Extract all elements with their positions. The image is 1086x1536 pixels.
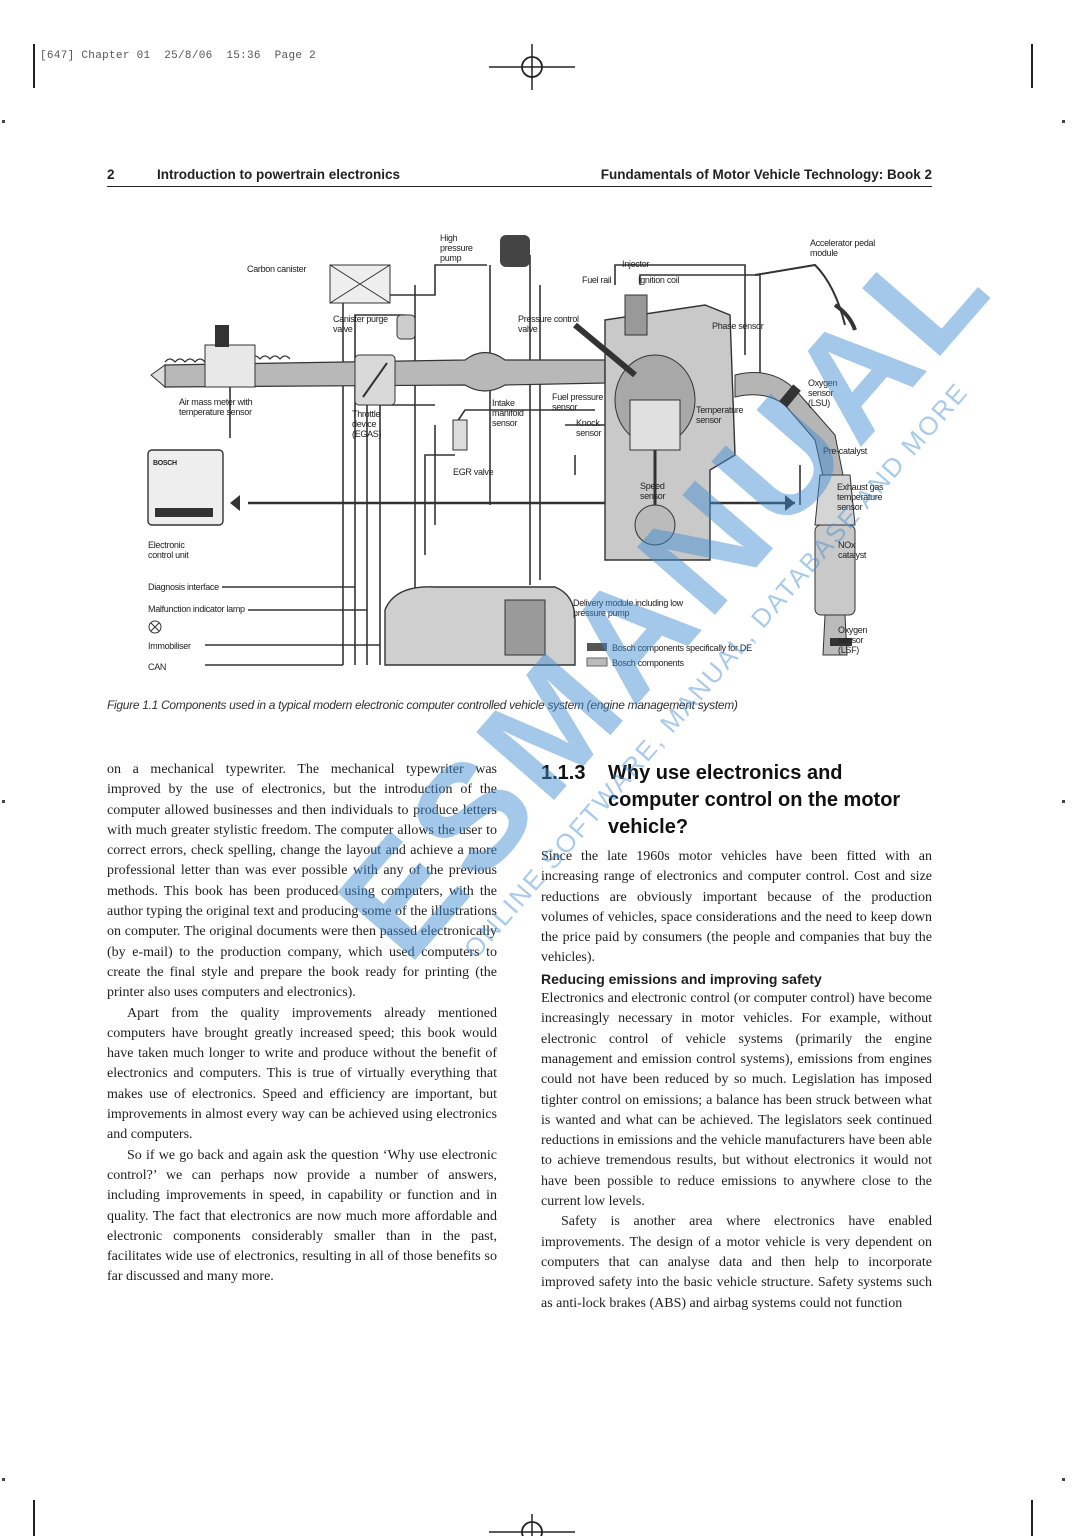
label-accelerator-pedal-module: Accelerator pedal module <box>810 238 875 258</box>
crop-mark-bottom-left <box>33 1500 35 1536</box>
running-head: 2 Introduction to powertrain electronics… <box>107 164 932 187</box>
edge-mark <box>1062 1478 1065 1481</box>
edge-mark <box>1062 800 1065 803</box>
label-temperature-sensor: Temperature sensor <box>696 405 744 425</box>
registration-mark-bottom <box>489 1514 575 1536</box>
paragraph: Safety is another area where electronics… <box>541 1214 932 1311</box>
section-title: Why use electronics and computer control… <box>608 762 901 838</box>
crop-mark-bottom-right <box>1031 1500 1033 1536</box>
label-fuel-pressure-sensor: Fuel pressure sensor <box>552 392 604 412</box>
edge-mark <box>1062 120 1065 123</box>
label-fuel-rail: Fuel rail <box>582 275 612 285</box>
legend-bosch-components: Bosch components <box>612 658 684 668</box>
chapter-title: Introduction to powertrain electronics <box>157 167 401 182</box>
label-malfunction-indicator-lamp: Malfunction indicator lamp <box>148 604 248 614</box>
engine-management-diagram <box>147 235 857 667</box>
label-throttle-device: Throttle device (EGAS) <box>352 409 382 439</box>
label-ignition-coil: Ignition coil <box>638 275 680 285</box>
label-bosch: BOSCH <box>153 460 177 467</box>
label-nox-catalyst: NOx catalyst <box>838 540 867 560</box>
label-oxygen-sensor-lsf: Oxygen sensor (LSF) <box>838 625 868 655</box>
registration-mark-top <box>489 44 575 90</box>
label-immobiliser: Immobiliser <box>148 641 194 651</box>
label-intake-manifold-sensor: Intake manifold sensor <box>492 398 524 428</box>
crop-mark-top-right <box>1031 44 1033 88</box>
edge-mark <box>2 800 5 803</box>
label-exhaust-gas-temperature-sensor: Exhaust gas temperature sensor <box>837 482 884 512</box>
label-diagnosis-interface: Diagnosis interface <box>148 582 222 592</box>
label-speed-sensor: Speed sensor <box>640 481 666 501</box>
label-knock-sensor: Knock sensor <box>576 418 602 438</box>
page-number: 2 <box>107 167 115 182</box>
legend-de-components: Bosch components specifically for DE <box>612 643 752 653</box>
crop-mark-top-left <box>33 44 35 88</box>
label-delivery-module: Delivery module including low pressure p… <box>573 598 683 618</box>
paragraph: Since the late 1960s motor vehicles have… <box>541 849 932 966</box>
label-high-pressure-pump: High pressure pump <box>440 233 473 263</box>
label-phase-sensor: Phase sensor <box>712 321 764 331</box>
label-canister-purge-valve: Canister purge valve <box>333 314 388 334</box>
paragraph: So if we go back and again ask the quest… <box>107 1147 497 1285</box>
printer-slug: [647] Chapter 01 25/8/06 15:36 Page 2 <box>40 50 317 62</box>
section-number: 1.1.3 <box>541 762 586 784</box>
label-carbon-canister: Carbon canister <box>247 264 307 274</box>
label-electronic-control-unit: Electronic control unit <box>148 540 189 560</box>
engine-management-figure: High pressure pump Accelerator pedal mod… <box>135 225 925 685</box>
edge-mark <box>2 120 5 123</box>
label-pressure-control-valve: Pressure control valve <box>518 314 579 334</box>
edge-mark <box>2 1478 5 1481</box>
label-oxygen-sensor-lsu: Oxygen sensor (LSU) <box>808 378 838 408</box>
label-injector: Injector <box>622 259 650 269</box>
figure-caption: Figure 1.1 Components used in a typical … <box>107 698 738 712</box>
paragraph: Electronics and electronic control (or c… <box>541 991 932 1210</box>
subheading: Reducing emissions and improving safety <box>541 970 822 987</box>
label-pre-catalyst: Pre-catalyst <box>823 446 867 456</box>
paragraph: Apart from the quality improvements alre… <box>107 1005 497 1143</box>
label-egr-valve: EGR valve <box>453 467 494 477</box>
label-can: CAN <box>148 662 170 672</box>
paragraph: on a mechanical typewriter. The mechanic… <box>107 762 497 1001</box>
book-title: Fundamentals of Motor Vehicle Technology… <box>600 167 932 182</box>
right-column: Since the late 1960s motor vehicles have… <box>541 847 932 1314</box>
left-column: on a mechanical typewriter. The mechanic… <box>107 760 497 1288</box>
label-air-mass-meter: Air mass meter with temperature sensor <box>179 397 253 417</box>
